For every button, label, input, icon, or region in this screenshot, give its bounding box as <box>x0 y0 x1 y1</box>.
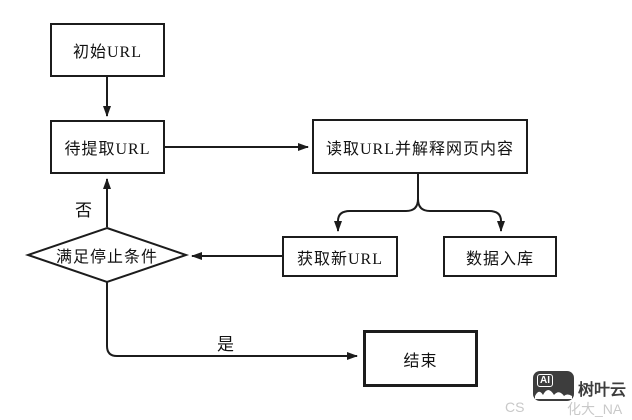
edge-label-yes: 是 <box>217 335 234 354</box>
node-data-store-label: 数据入库 <box>465 250 534 268</box>
edge-label-no: 否 <box>75 201 92 220</box>
node-condition-label: 满足停止条件 <box>55 249 158 266</box>
node-pending-url-label: 待提取URL <box>64 141 151 158</box>
mountains-icon <box>535 390 572 399</box>
node-get-new-url: 获取新URL <box>282 236 398 277</box>
edge-read-to-newurl <box>334 174 419 232</box>
ai-badge-icon: AI <box>537 374 553 387</box>
watermark-ai-logo: AI <box>533 371 574 401</box>
node-end: 结束 <box>363 330 478 387</box>
node-end-label: 结束 <box>403 352 438 370</box>
node-initial-url-label: 初始URL <box>72 44 142 61</box>
condition-diamond-shape <box>24 226 190 284</box>
edge-condition-to-end <box>106 282 358 360</box>
watermark-handle-prefix: CS <box>505 399 525 415</box>
node-data-store: 数据入库 <box>443 236 557 277</box>
node-initial-url: 初始URL <box>50 23 165 77</box>
node-read-url: 读取URL并解释网页内容 <box>312 119 528 174</box>
watermark-handle-suffix: 化大_NA <box>567 401 623 417</box>
node-read-url-label: 读取URL并解释网页内容 <box>325 140 514 158</box>
node-get-new-url-label: 获取新URL <box>296 250 383 268</box>
edge-read-to-store <box>417 174 505 232</box>
node-pending-url: 待提取URL <box>50 120 165 174</box>
watermark-brand: 树叶云 <box>578 382 627 399</box>
